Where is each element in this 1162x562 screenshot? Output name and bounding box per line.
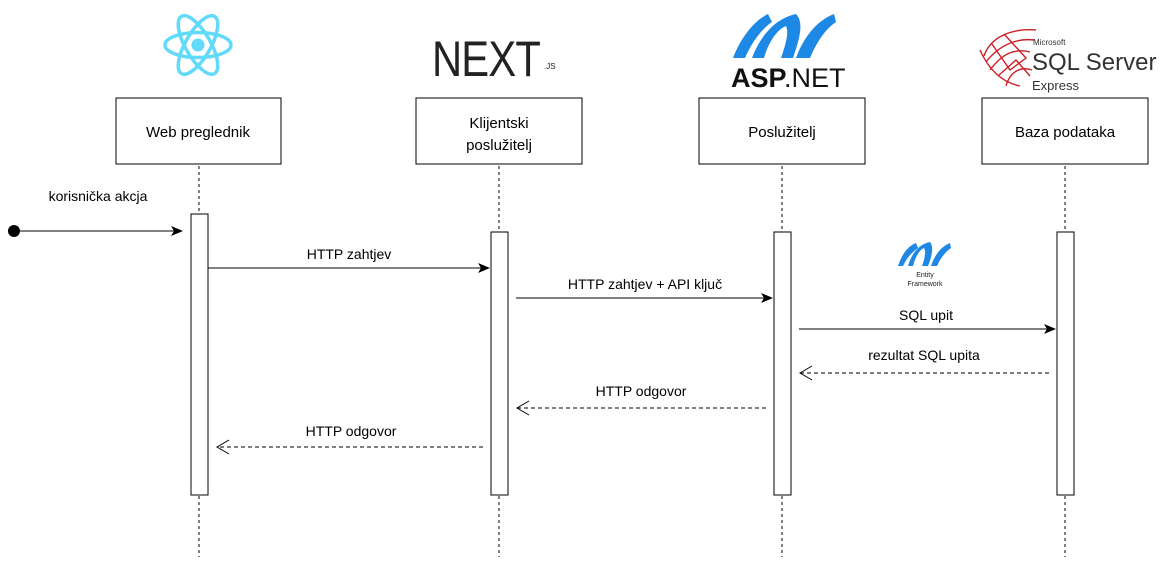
message-label: HTTP odgovor: [306, 423, 397, 439]
sqlserver-swirl-icon: [979, 29, 1037, 87]
participant-label: Baza podataka: [1015, 124, 1116, 141]
return-arrow-head: [799, 365, 813, 381]
message-2: HTTP zahtjev + API ključ: [516, 276, 773, 303]
message-label: HTTP zahtjev + API ključ: [568, 276, 722, 292]
sqlserver-logo-small: Microsoft: [1033, 38, 1066, 47]
message-3: SQL upit: [799, 307, 1056, 334]
entry-label: korisnička akcja: [49, 188, 148, 204]
nextjs-logo-text: NEXT: [432, 31, 540, 87]
entry-message: korisnička akcja: [8, 188, 183, 237]
participant-database: Baza podataka: [981, 97, 1149, 165]
sqlserver-logo: Microsoft SQL Server Express: [979, 29, 1157, 93]
message-5: HTTP odgovor: [516, 383, 766, 416]
return-arrow-head: [216, 439, 230, 455]
aspnet-logo-light: .NET: [784, 63, 846, 93]
nextjs-logo-suffix: .JS: [544, 62, 556, 71]
participant-label-line1: Klijentski: [469, 115, 528, 132]
message-label: rezultat SQL upita: [868, 347, 980, 363]
message-label: HTTP zahtjev: [307, 246, 392, 262]
entity-framework-line1: Entity: [916, 272, 934, 279]
activation-aspnet: [773, 231, 792, 496]
activation-nextjs: [490, 231, 509, 496]
activation-browser: [190, 213, 209, 496]
participant-label-line2: poslužitelj: [466, 137, 532, 154]
participant-label: Web preglednik: [146, 124, 250, 141]
entity-framework-line2: Framework: [907, 281, 943, 288]
participant-aspnet: Poslužitelj: [698, 97, 866, 165]
sqlserver-logo-sub: Express: [1032, 78, 1079, 93]
participant-nextjs: Klijentski poslužitelj: [415, 97, 583, 165]
aspnet-logo-bold: ASP: [731, 63, 787, 93]
return-arrow-head: [516, 400, 530, 416]
message-6: HTTP odgovor: [216, 423, 483, 455]
react-logo: [163, 13, 233, 77]
sqlserver-logo-text: SQL Server: [1032, 49, 1157, 76]
aspnet-logo: ASP .NET: [731, 14, 846, 93]
nextjs-logo: NEXT .JS: [432, 31, 556, 87]
participant-label: Poslužitelj: [748, 124, 816, 141]
message-label: SQL upit: [899, 307, 953, 323]
message-1: HTTP zahtjev: [208, 246, 490, 273]
message-4: rezultat SQL upita: [799, 347, 1049, 381]
entity-framework-logo: Entity Framework: [898, 242, 951, 288]
activation-database: [1056, 231, 1075, 496]
participant-browser: Web preglednik: [115, 97, 282, 165]
message-label: HTTP odgovor: [596, 383, 687, 399]
